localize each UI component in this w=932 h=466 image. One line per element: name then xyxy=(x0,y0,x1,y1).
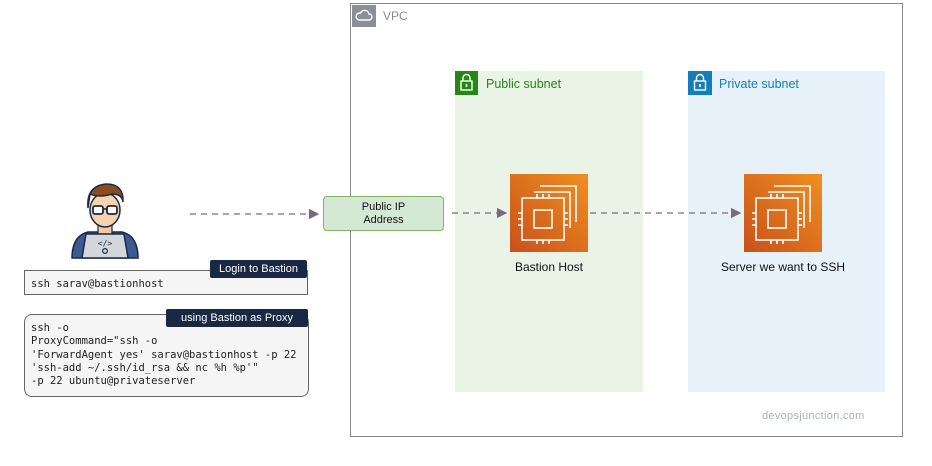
ec2-instance-icon xyxy=(510,174,588,252)
private-subnet-label: Private subnet xyxy=(719,77,799,91)
bastion-host-label: Bastion Host xyxy=(514,260,584,274)
lock-icon xyxy=(688,71,712,95)
ec2-instance-icon xyxy=(744,174,822,252)
proxy-command-box: ssh -o ProxyCommand="ssh -o 'ForwardAgen… xyxy=(24,314,309,397)
developer-laptop-icon: </> xyxy=(66,180,144,260)
public-ip-line1: Public IP xyxy=(361,200,406,213)
public-ip-box: Public IP Address xyxy=(323,196,444,231)
svg-text:</>: </> xyxy=(98,239,113,248)
cloud-icon xyxy=(352,5,376,27)
target-server-label: Server we want to SSH xyxy=(720,260,846,274)
vpc-label: VPC xyxy=(383,9,408,23)
public-ip-line2: Address xyxy=(363,213,404,226)
lock-icon xyxy=(455,71,478,95)
watermark: devopsjunction.com xyxy=(762,410,865,422)
login-tag: Login to Bastion xyxy=(210,260,307,278)
public-subnet-label: Public subnet xyxy=(486,77,562,91)
proxy-tag: using Bastion as Proxy xyxy=(166,309,308,327)
